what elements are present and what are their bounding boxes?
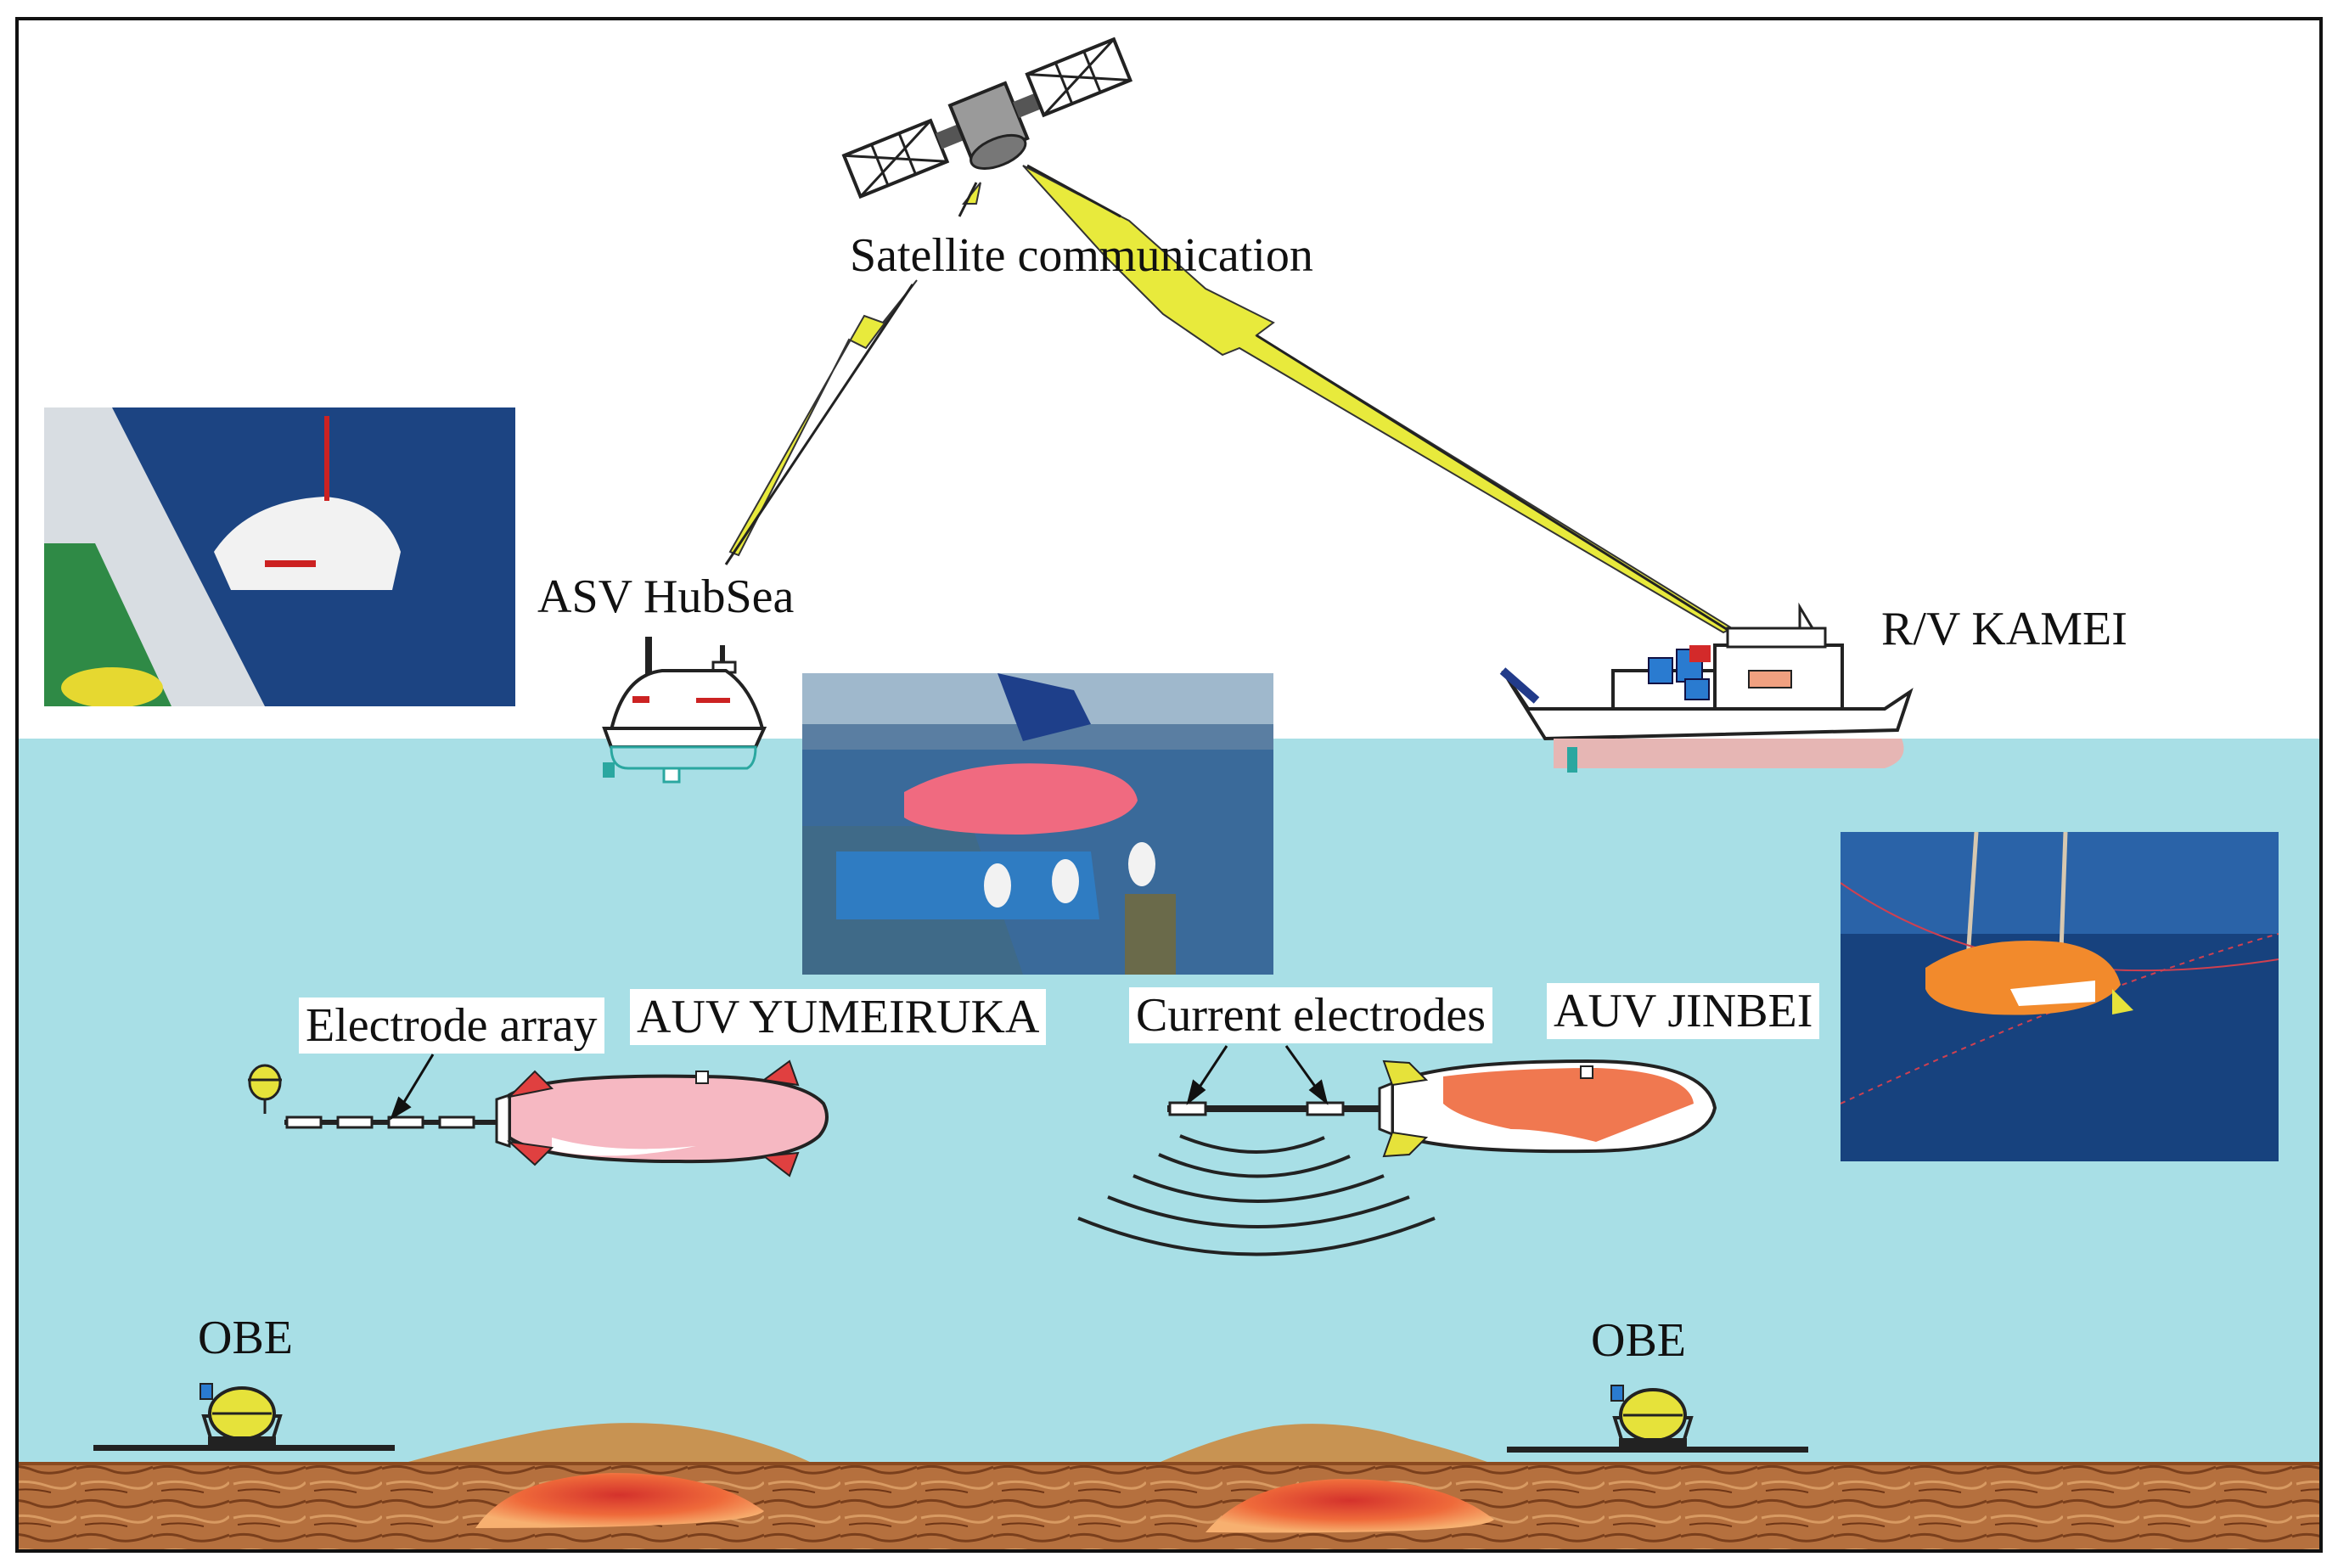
auv-icon bbox=[248, 1059, 829, 1177]
label-auv-yumeiruka: AUV YUMEIRUKA bbox=[630, 989, 1047, 1045]
asv-icon bbox=[602, 637, 767, 784]
magma-body-left bbox=[475, 1473, 764, 1528]
seabed-mound-right bbox=[1155, 1424, 1494, 1464]
arrow-icon bbox=[390, 1054, 435, 1121]
satellite-icon bbox=[841, 37, 1133, 200]
auv-icon bbox=[1167, 1059, 1717, 1158]
label-auv-jinbei: AUV JINBEI bbox=[1547, 983, 1820, 1039]
sound-waves bbox=[1077, 1134, 1436, 1256]
ship-icon bbox=[1499, 602, 1914, 773]
label-electrode-array: Electrode array bbox=[299, 998, 604, 1054]
label-obe-left: OBE bbox=[198, 1312, 293, 1364]
seabed-mound-left bbox=[399, 1423, 815, 1464]
asv-photo bbox=[44, 407, 515, 706]
magma-body-right bbox=[1206, 1479, 1494, 1533]
yumeiruka-photo bbox=[802, 673, 1273, 975]
obe-icon bbox=[1507, 1385, 1808, 1453]
label-obe-right: OBE bbox=[1591, 1314, 1686, 1367]
obe-icon bbox=[93, 1383, 395, 1451]
label-current-electrodes: Current electrodes bbox=[1129, 987, 1493, 1043]
jinbei-photo bbox=[1841, 832, 2279, 1161]
seabed bbox=[19, 1462, 2319, 1549]
label-rv-kamei: R/V KAMEI bbox=[1881, 603, 2127, 655]
label-asv-hubsea: ASV HubSea bbox=[537, 570, 795, 623]
label-satellite-communication: Satellite communication bbox=[850, 229, 1313, 282]
arrow-icon bbox=[1186, 1045, 1329, 1105]
